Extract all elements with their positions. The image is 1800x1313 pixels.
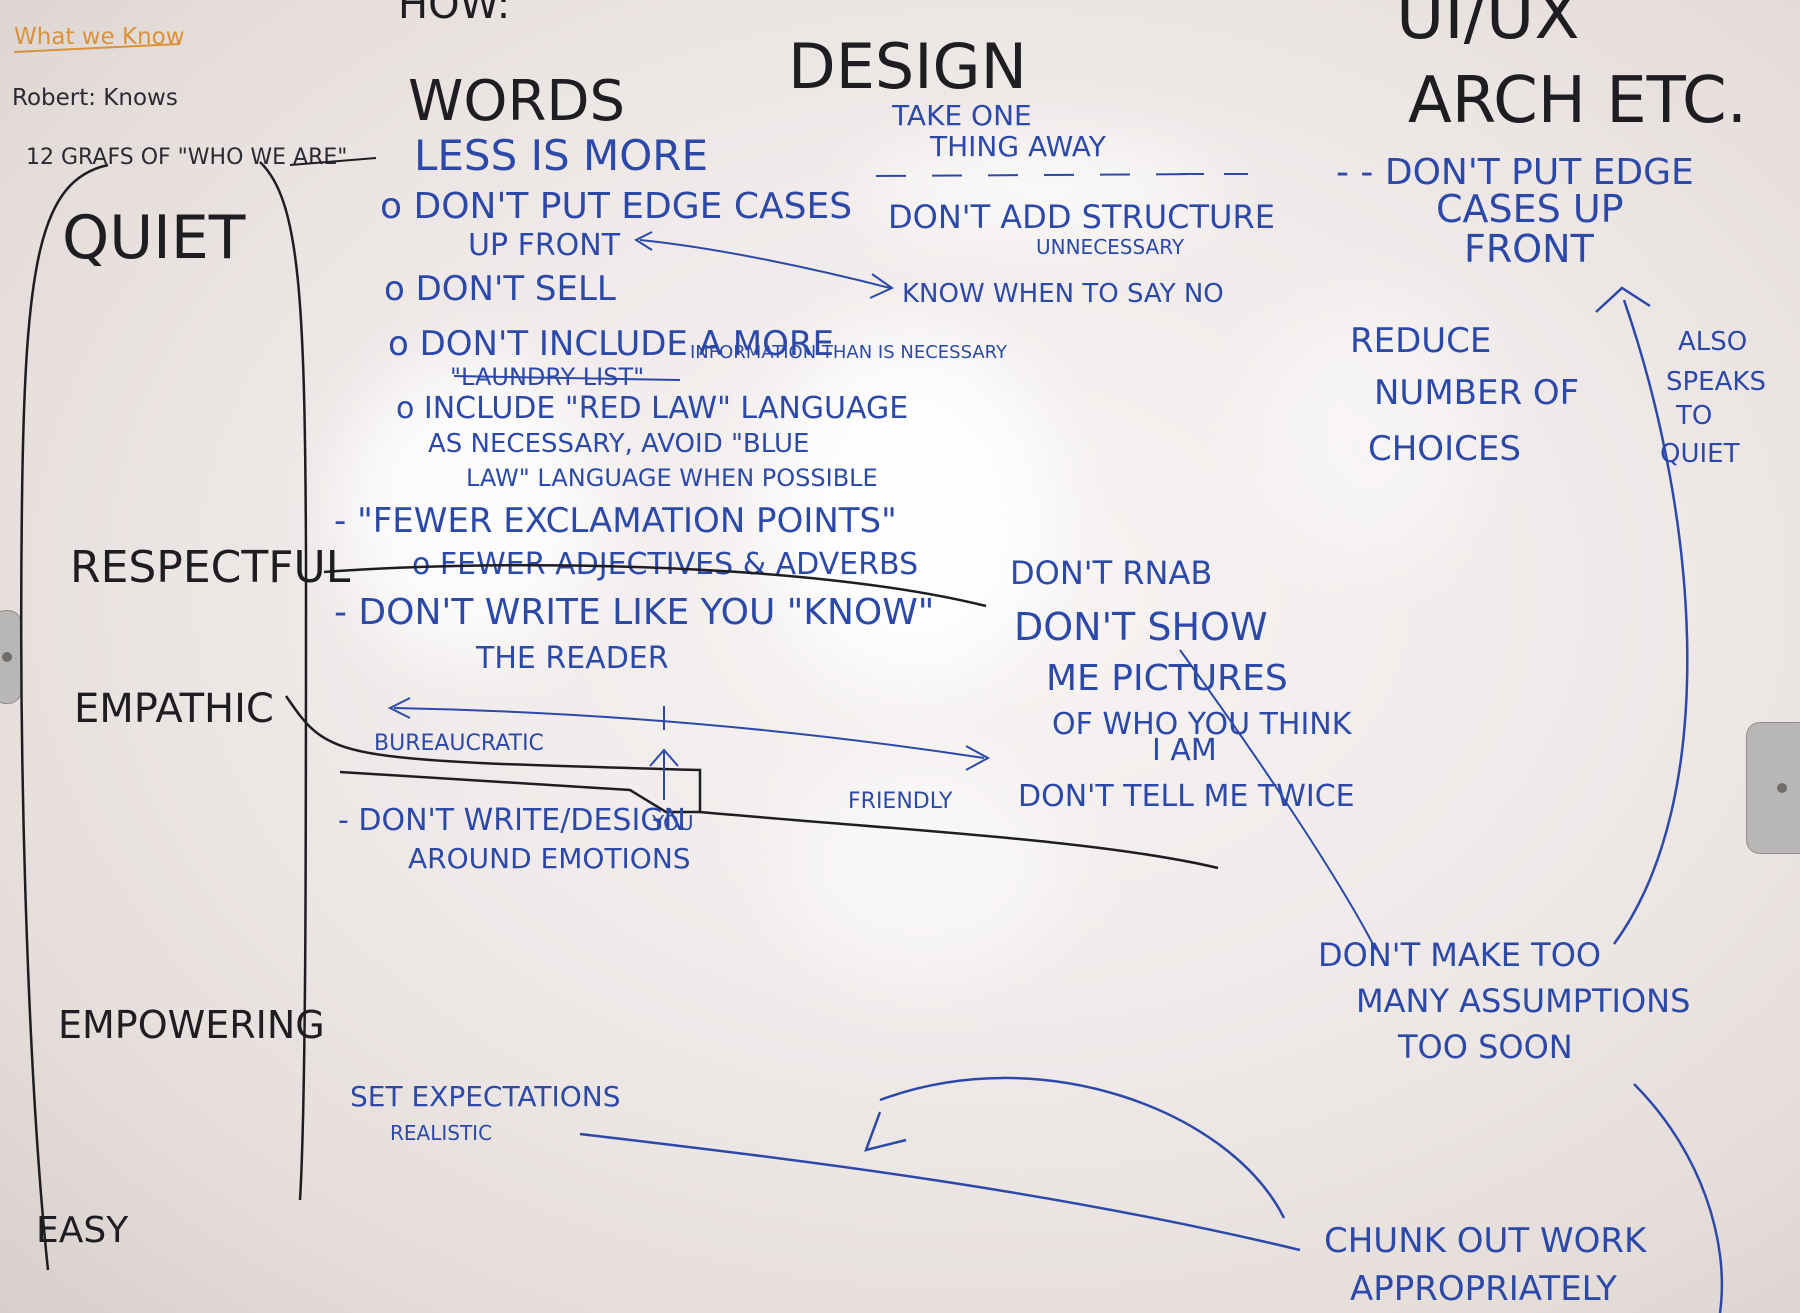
design-dashes (875, 173, 1211, 177)
principle-empowering: EMPOWERING (58, 1003, 325, 1047)
assumptions-note-0: DON'T MAKE TOO (1318, 936, 1601, 974)
spectrum-arrowhead-left (387, 697, 411, 719)
spectrum-you-label: YOU (651, 811, 694, 835)
principles-bracket-right (259, 161, 308, 1201)
also-note-1: SPEAKS (1666, 367, 1766, 397)
words-note-10: - "FEWER EXCLAMATION POINTS" (334, 501, 897, 541)
respect-note-4: I AM (1152, 733, 1217, 768)
words-note-0: LESS IS MORE (414, 131, 708, 180)
light-glare-lower (780, 760, 1060, 980)
also-note-2: TO (1675, 401, 1712, 431)
words-note-13: THE READER (475, 641, 669, 676)
light-glare-left (340, 360, 600, 660)
lower-right-curve (1633, 1083, 1724, 1313)
uiux-note-0: - - DON'T PUT EDGE (1336, 152, 1694, 193)
words-note-8: AS NECESSARY, AVOID "BLUE (428, 429, 809, 459)
words-note-7: o INCLUDE "RED LAW" LANGUAGE (396, 391, 908, 426)
design-note-2: DON'T ADD STRUCTURE (888, 198, 1275, 236)
words-note-6: INFORMATION THAN IS NECESSARY (690, 342, 1008, 363)
spectrum-arrowhead-right (965, 745, 991, 771)
chunk-note-1: APPROPRIATELY (1350, 1269, 1617, 1309)
design-note-0: TAKE ONE (891, 99, 1032, 132)
light-glare-top (860, 150, 1220, 230)
words-note-2: UP FRONT (468, 228, 621, 263)
robert-knows-note: Robert: Knows (12, 85, 178, 111)
words-note-9: LAW" LANGUAGE WHEN POSSIBLE (466, 464, 878, 492)
principle-respectful: RESPECTFUL (70, 542, 351, 593)
how-heading: HOW: (398, 0, 510, 28)
light-glare-right (1260, 300, 1480, 560)
design-note-4: KNOW WHEN TO SAY NO (902, 279, 1224, 309)
edge-cases-arrowhead-right (869, 273, 895, 299)
assumptions-arrowhead (1595, 286, 1651, 313)
what-we-know-heading: What we Know (14, 24, 185, 50)
chunk-back-arrowhead (864, 1111, 907, 1152)
uiux-note-2: FRONT (1464, 227, 1595, 271)
spectrum-line (393, 707, 985, 759)
also-note-3: QUIET (1660, 439, 1740, 469)
principles-bracket-left (19, 163, 109, 1271)
respectful-divider (323, 564, 987, 608)
design-note-1: THING AWAY (929, 130, 1107, 163)
who-we-are-note: 12 GRAFS OF "WHO WE ARE" (26, 145, 347, 170)
spectrum-right-label: FRIENDLY (848, 789, 953, 814)
assumptions-note-2: TOO SOON (1397, 1028, 1573, 1066)
also-note-0: ALSO (1678, 327, 1747, 357)
assumptions-note-1: MANY ASSUMPTIONS (1356, 982, 1690, 1020)
empathic-note-0: - DON'T WRITE/DESIGN (338, 803, 686, 838)
chunk-back-arrow (879, 1076, 1286, 1219)
empathic-note-1: AROUND EMOTIONS (408, 842, 691, 875)
words-note-4: o DON'T INCLUDE A MORE (388, 324, 834, 364)
empathic-divider (284, 695, 702, 814)
reduce-note-0: REDUCE (1350, 321, 1491, 361)
reduce-note-1: NUMBER OF (1374, 373, 1579, 413)
light-glare-center (760, 330, 1060, 690)
words-note-12: - DON'T WRITE LIKE YOU "KNOW" (334, 592, 934, 633)
expectations-note-1: REALISTIC (390, 1121, 492, 1145)
edge-cases-arrowhead-left (633, 231, 653, 251)
expectations-note-0: SET EXPECTATIONS (350, 1080, 621, 1113)
spectrum-left-label: BUREAUCRATIC (374, 731, 544, 756)
principle-empathic: EMPATHIC (74, 686, 274, 732)
reduce-note-2: CHOICES (1368, 429, 1521, 469)
you-arrow (649, 748, 679, 800)
principle-quiet: QUIET (62, 203, 246, 273)
respect-note-1: DON'T SHOW (1014, 605, 1268, 649)
respect-note-5: DON'T TELL ME TWICE (1018, 779, 1355, 814)
uiux-note-1: CASES UP (1436, 187, 1624, 231)
principle-easy: EASY (36, 1210, 129, 1251)
mounting-bracket-right (1746, 722, 1800, 854)
respect-note-0: DON'T RNAB (1010, 554, 1212, 592)
respect-note-3: OF WHO YOU THINK (1052, 707, 1353, 742)
laundry-strike (453, 375, 681, 381)
words-note-1: o DON'T PUT EDGE CASES (380, 186, 852, 227)
show-pictures-link (1179, 649, 1377, 951)
design-heading: DESIGN (788, 30, 1027, 103)
ui-ux-heading: UI/UX (1396, 0, 1580, 54)
words-note-3: o DON'T SELL (384, 269, 616, 309)
respect-note-2: ME PICTURES (1046, 658, 1288, 699)
edge-cases-link (639, 239, 891, 289)
assumptions-to-uiux-arrow (1612, 299, 1689, 945)
empathic-divider-right (699, 810, 1219, 870)
design-note-3: UNNECESSARY (1036, 235, 1185, 259)
heading-underline (13, 43, 181, 53)
expectations-line (579, 1132, 1301, 1252)
arch-heading: ARCH ETC. (1408, 64, 1747, 138)
chunk-note-0: CHUNK OUT WORK (1324, 1221, 1648, 1261)
words-heading: WORDS (408, 69, 625, 134)
quiet-connector (289, 157, 377, 166)
